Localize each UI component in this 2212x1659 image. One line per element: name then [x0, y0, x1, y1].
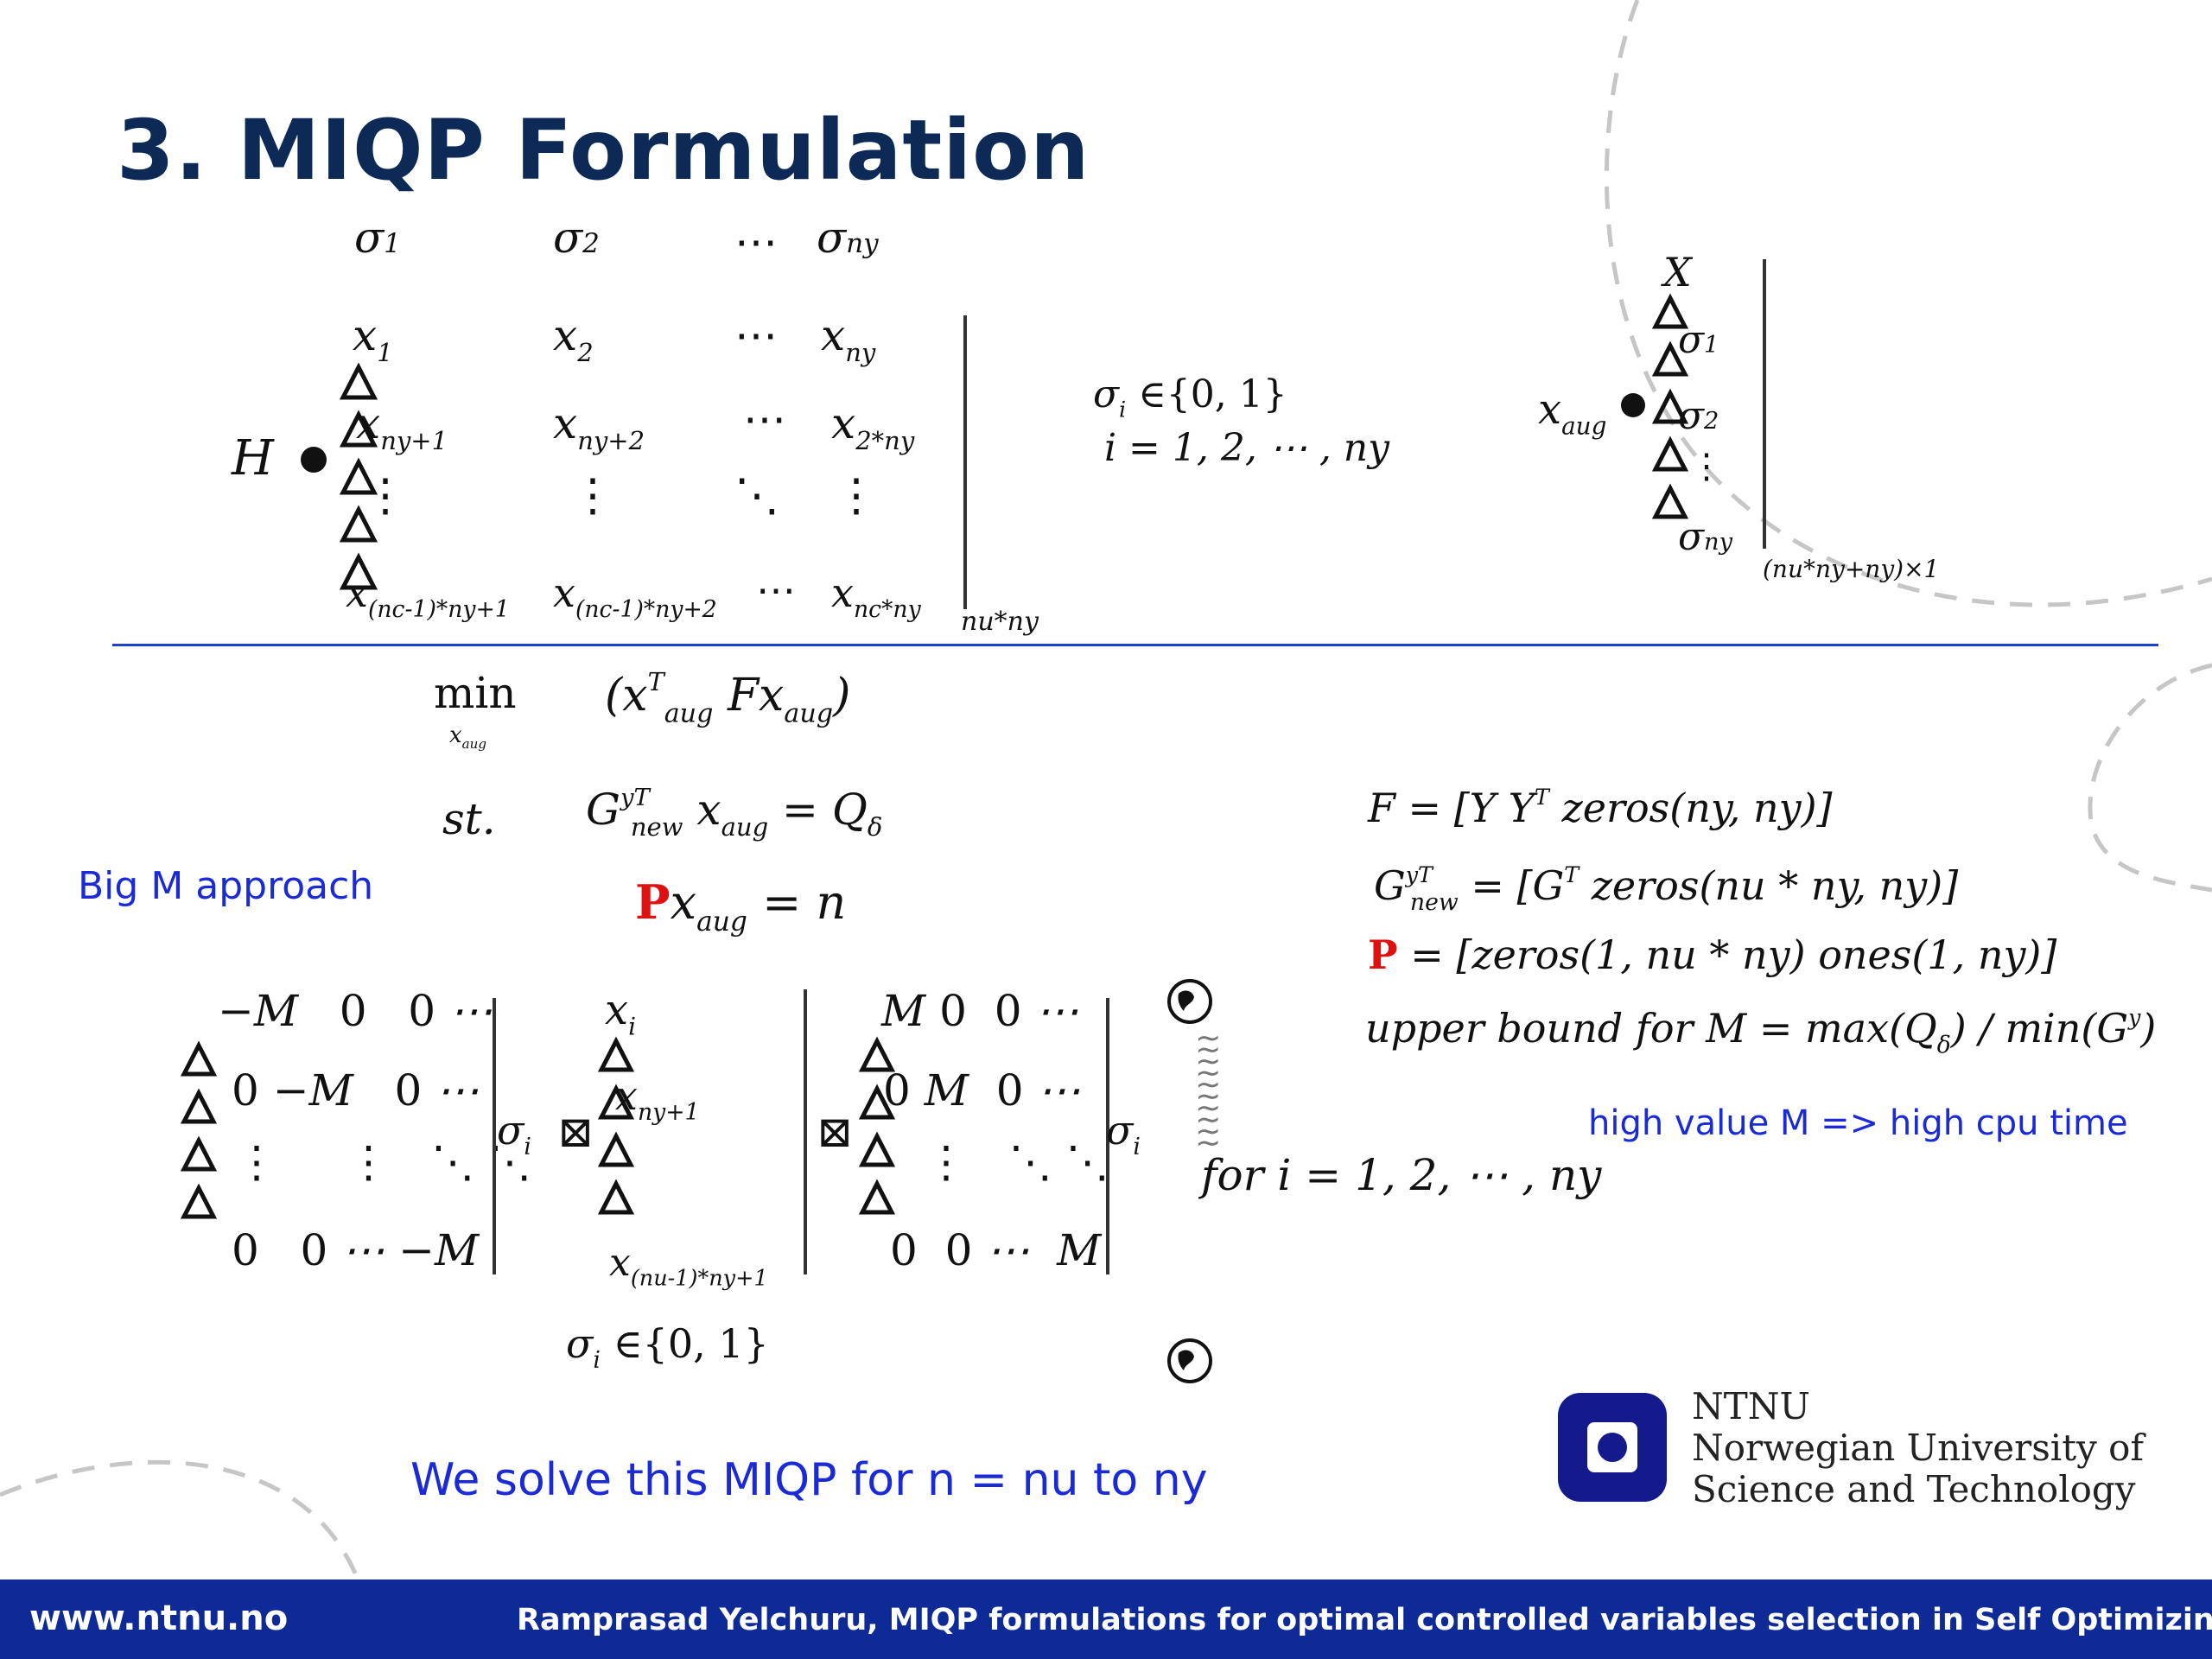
objective-min-sub: xaug [449, 722, 487, 752]
def-F: F = [Y YT zeros(ny, ny)] [1368, 785, 1833, 832]
constraint-eq2: Pxaug = n [635, 874, 847, 938]
xaug-entry-ny: σny [1678, 515, 1733, 559]
H-row3-c1: x(nc-1)*ny+1 [346, 569, 510, 623]
xaug-entry-2: σ2 [1678, 394, 1719, 438]
H-row2-c1: xny+1 [356, 398, 448, 456]
divider-line [112, 644, 2158, 646]
H-size-label: nu*ny [961, 607, 1039, 637]
cpu-note: high value M => high cpu time [1588, 1103, 2128, 1143]
bigm-for-i: for i = 1, 2, ⋯ , ny [1201, 1150, 1602, 1200]
logo-line-3: Science and Technology [1692, 1468, 2136, 1510]
objective-min: min [434, 668, 517, 718]
bigm-plus-1: ⊠ [557, 1107, 594, 1157]
bigm-x-i: xi [605, 986, 636, 1041]
H-row3-c2: x(nc-1)*ny+2 [553, 569, 717, 623]
def-M-bound: upper bound for M = max(Qδ) / min(Gy) [1365, 1005, 2157, 1059]
sigma-index: i = 1, 2, ⋯ , ny [1104, 426, 1389, 470]
H-ddots: ⋱ [734, 470, 779, 522]
H-row1-dots: ⋯ [734, 310, 778, 360]
xaug-symbol: xaug [1538, 385, 1607, 441]
logo-line-1: NTNU [1692, 1385, 1810, 1427]
objective-expression: (xTaug Fxaug) [605, 667, 851, 729]
bigm-vertical-dash: ≀≀≀≀≀≀≀≀≀≀ [1191, 1033, 1226, 1149]
H-row3-dots: ⋯ [756, 567, 796, 613]
H-col-header-1: σ1 [354, 213, 401, 263]
bigm-row2: 0 −M 0 ⋯ [232, 1065, 480, 1116]
H-col-header-2: σ2 [553, 213, 600, 263]
xaug-vdots: ⋮ [1689, 447, 1724, 486]
H-vdots-3: ⋮ [834, 470, 879, 522]
left-brace-icon [858, 1036, 896, 1215]
H-row1-c3: xny [821, 310, 876, 368]
xaug-size-label: (nu*ny+ny)×1 [1763, 555, 1940, 583]
left-brace-icon [597, 1036, 635, 1215]
left-brace-icon [339, 362, 378, 590]
bigm-row3: ⋮ ⋮ ⋱ ⋱ [235, 1137, 532, 1187]
bigm-sigma-1: σi [497, 1107, 531, 1160]
bigm-sigma-2: σi [1106, 1107, 1141, 1160]
logo-line-2: Norwegian University of [1692, 1427, 2144, 1469]
H-col-header-dots: ⋯ [734, 217, 778, 267]
bigm-row4: 0 0 ⋯ −M [232, 1225, 480, 1275]
bigm-x-last: x(nu-1)*ny+1 [609, 1241, 768, 1292]
bigm-vector-bracket [804, 989, 807, 1274]
ntnu-logo-icon [1558, 1393, 1667, 1502]
constraint-st: st. [442, 794, 496, 844]
big-m-note: Big M approach [78, 864, 374, 908]
H-col-header-ny: σny [817, 213, 879, 263]
slide-title: 3. MIQP Formulation [117, 102, 1090, 199]
H-vdots-1: ⋮ [363, 470, 408, 522]
H-row1-c2: x2 [553, 310, 594, 368]
xaug-entry-X: X [1663, 249, 1692, 296]
bigm-row1: −M 0 0 ⋯ [218, 986, 493, 1036]
constraint-eq1: GyTnew xaug = Qδ [586, 784, 883, 842]
bigm-sigma-member: σi ∈{0, 1} [566, 1320, 769, 1374]
bigm2-row4: 0 0 ⋯ M [890, 1225, 1102, 1275]
globe-icon [1167, 979, 1212, 1024]
globe-icon [1167, 1338, 1212, 1383]
xaug-right-bracket [1763, 259, 1766, 549]
H-row1-c1: x1 [353, 310, 393, 368]
H-right-bracket [963, 315, 967, 609]
footer-bar: www.ntnu.no Ramprasad Yelchuru, MIQP for… [0, 1580, 2212, 1659]
footer-url[interactable]: www.ntnu.no [29, 1599, 289, 1638]
def-P: P = [zeros(1, nu * ny) ones(1, ny)] [1368, 931, 2057, 978]
left-brace-icon [1651, 293, 1689, 519]
H-row2-c2: xny+2 [553, 398, 645, 456]
H-vdots-2: ⋮ [570, 470, 615, 522]
H-row3-c3: xnc*ny [831, 569, 921, 623]
H-row2-dots: ⋯ [743, 394, 786, 444]
bigm2-row2: 0 M 0 ⋯ [883, 1065, 1081, 1116]
solve-note: We solve this MIQP for n = nu to ny [410, 1454, 1208, 1506]
bigm2-row3: ⋮ ⋱ ⋱ [925, 1137, 1109, 1187]
equals-dot-icon [301, 447, 327, 473]
H-symbol: H [232, 430, 274, 486]
bigm-plus-2: ⊠ [817, 1107, 853, 1157]
equals-dot-icon [1621, 393, 1645, 417]
H-row2-c3: x2*ny [831, 398, 915, 456]
bigm2-row1: M 0 0 ⋯ [881, 986, 1079, 1036]
footer-citation: Ramprasad Yelchuru, MIQP formulations fo… [517, 1603, 2212, 1637]
bigm-matrix2-bracket [1106, 998, 1109, 1274]
def-G: GyTnew = [GT zeros(nu * ny, ny)] [1374, 862, 1959, 917]
sigma-member: σi ∈{0, 1} [1093, 372, 1287, 423]
bigm-x-ny: xny+1 [615, 1072, 700, 1126]
left-brace-icon [180, 1040, 218, 1219]
xaug-entry-1: σ1 [1678, 318, 1719, 362]
bigm-matrix1-bracket [493, 998, 496, 1274]
